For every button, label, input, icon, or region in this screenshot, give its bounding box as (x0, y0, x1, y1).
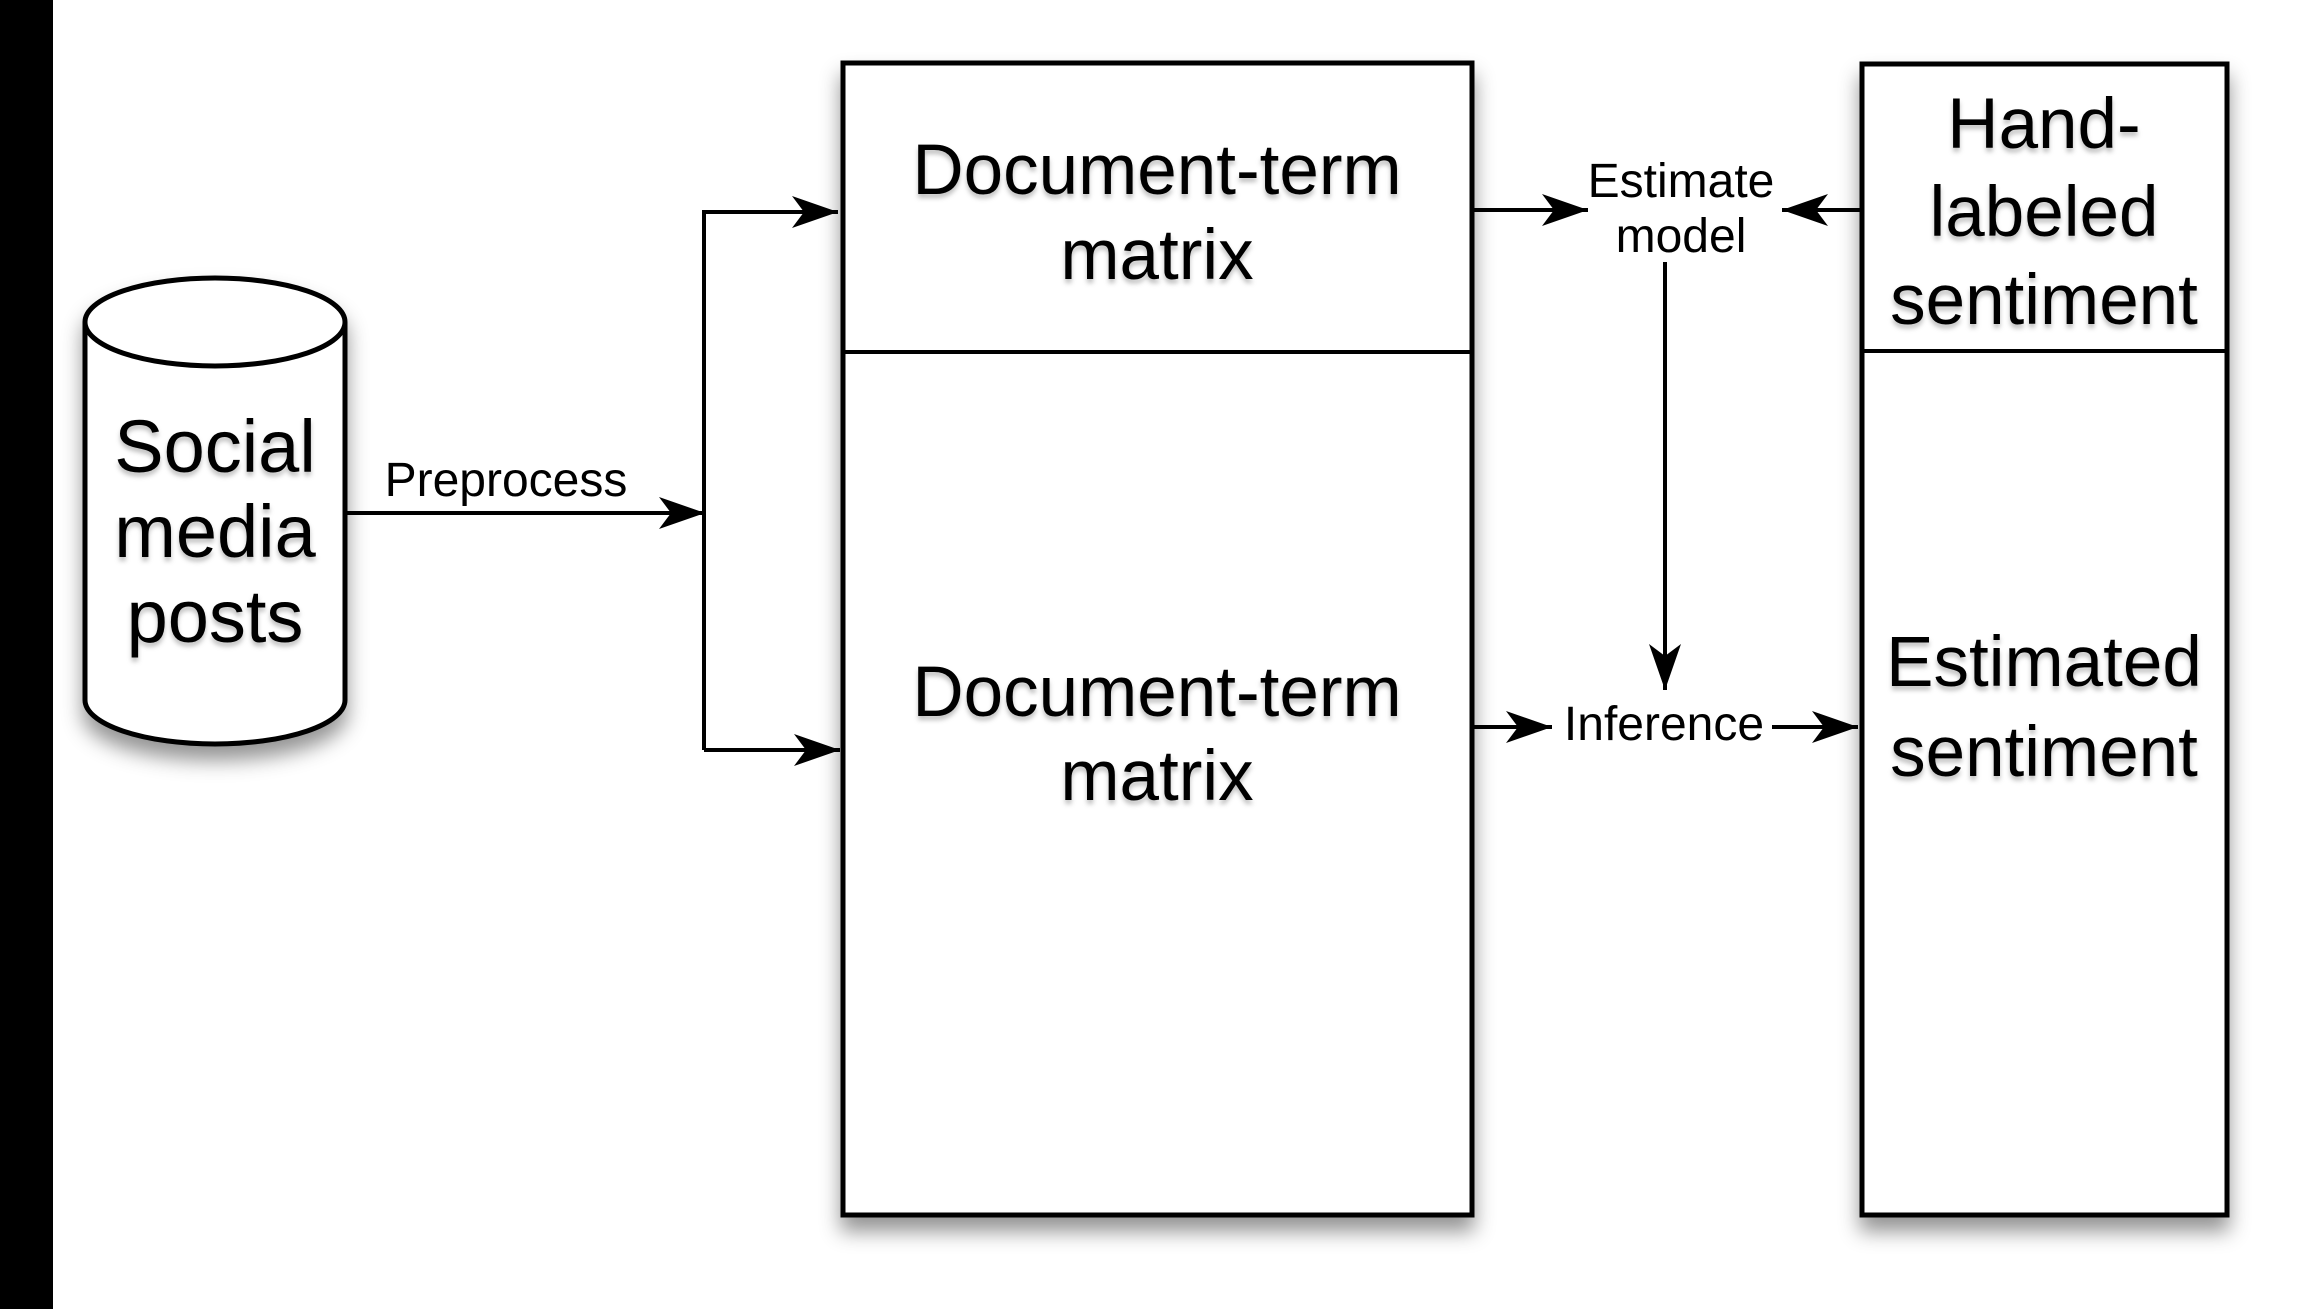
hand-labeled-line3: sentiment (1890, 261, 2198, 340)
hand-labeled-line1: Hand- (1947, 85, 2140, 164)
document-term-matrix-box (840, 60, 1475, 1218)
left-edge-black-bar (0, 0, 53, 1309)
connectors (345, 194, 1862, 766)
dtm-bottom-line1: Document-term (912, 653, 1401, 732)
cylinder-label-line1: Social (114, 405, 316, 488)
dtm-top-line1: Document-term (912, 131, 1401, 210)
edge-labels: Preprocess Estimate model Inference (385, 155, 1775, 751)
branch-arrow-top (702, 196, 838, 750)
document-term-matrix-bottom-label: Document-term matrix (912, 653, 1401, 816)
cylinder-label-line2: media (114, 490, 316, 573)
sentiment-box (1859, 61, 2230, 1218)
cylinder-label-line3: posts (127, 575, 304, 658)
hand-labeled-line2: labeled (1930, 173, 2159, 252)
cylinder-body (82, 322, 348, 747)
hand-labeled-sentiment-label: Hand- labeled sentiment (1890, 85, 2198, 340)
social-media-posts-label: Social media posts (114, 405, 316, 658)
inference-label: Inference (1564, 698, 1764, 751)
estimated-sentiment-label: Estimated sentiment (1886, 623, 2202, 792)
estimate-model-label-line2: model (1616, 210, 1747, 263)
estimated-line1: Estimated (1886, 623, 2202, 702)
document-term-matrix-top-label: Document-term matrix (912, 131, 1401, 295)
estimate-model-label-line1: Estimate (1588, 155, 1775, 208)
dtm-top-line2: matrix (1060, 216, 1253, 295)
social-media-posts-cylinder (82, 275, 348, 747)
cylinder-top (82, 275, 348, 369)
estimated-line2: sentiment (1890, 713, 2198, 792)
dtm-bottom-line2: matrix (1060, 737, 1253, 816)
preprocess-label: Preprocess (385, 454, 628, 507)
